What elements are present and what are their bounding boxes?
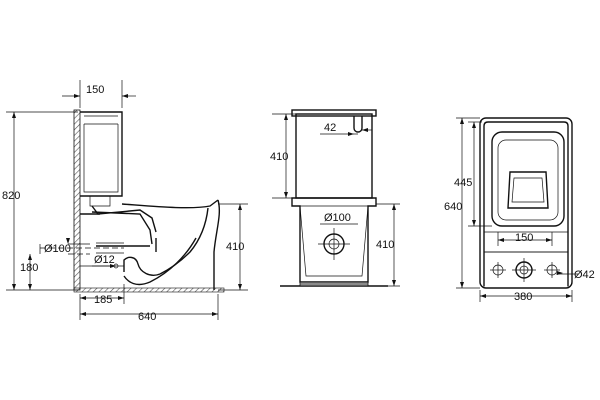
dim-fix-hole: Ø42 <box>574 269 595 281</box>
dim-pipe-diameter: Ø12 <box>94 254 115 266</box>
dim-outlet-height: 180 <box>20 262 38 274</box>
dim-seat-depth: 445 <box>454 177 472 189</box>
dim-outlet-diameter: Ø100 <box>44 243 71 255</box>
side-view: 150 820 Ø100 180 Ø12 185 640 <box>2 80 248 323</box>
side-bowl-outline <box>80 199 219 215</box>
top-seat <box>491 131 565 227</box>
dim-outlet-offset: 185 <box>94 294 112 306</box>
dim-front-bowl-height: 410 <box>376 239 394 251</box>
dim-width: 380 <box>514 291 532 303</box>
floor <box>73 287 225 293</box>
dim-total-depth: 640 <box>444 201 462 213</box>
dim-front-outlet-diameter: Ø100 <box>324 212 351 224</box>
top-view: 445 640 150 Ø42 380 <box>444 117 595 303</box>
side-cistern-outline <box>80 111 123 197</box>
front-view: 42 410 Ø100 410 <box>270 109 400 287</box>
top-holes <box>490 258 560 282</box>
wall <box>73 109 81 291</box>
dim-top-width: 150 <box>86 84 104 96</box>
dim-depth: 640 <box>138 311 156 323</box>
dim-fix-spacing: 150 <box>515 232 533 244</box>
dim-total-height: 820 <box>2 190 20 202</box>
dim-tank-height: 410 <box>270 151 288 163</box>
dim-button-offset: 42 <box>324 122 336 134</box>
dim-bowl-height: 410 <box>226 241 244 253</box>
